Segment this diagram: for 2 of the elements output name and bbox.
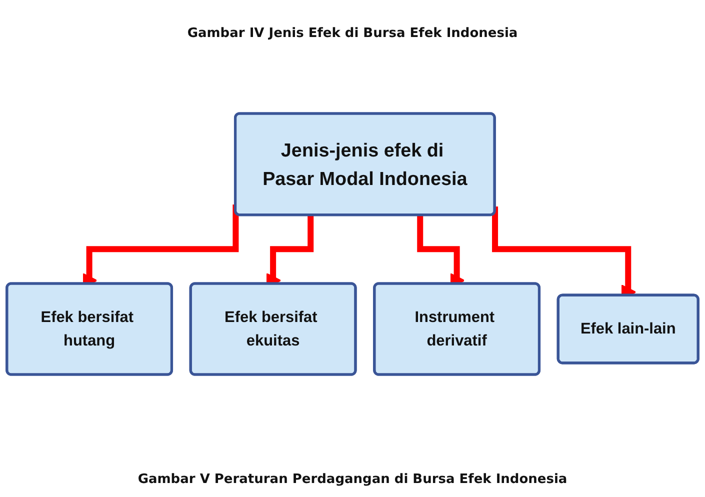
figure-title: Gambar IV Jenis Efek di Bursa Efek Indonesia [187, 26, 518, 42]
next-figure-heading: Gambar V Peraturan Perdagangan di Bursa Efek Indonesia [138, 472, 568, 488]
